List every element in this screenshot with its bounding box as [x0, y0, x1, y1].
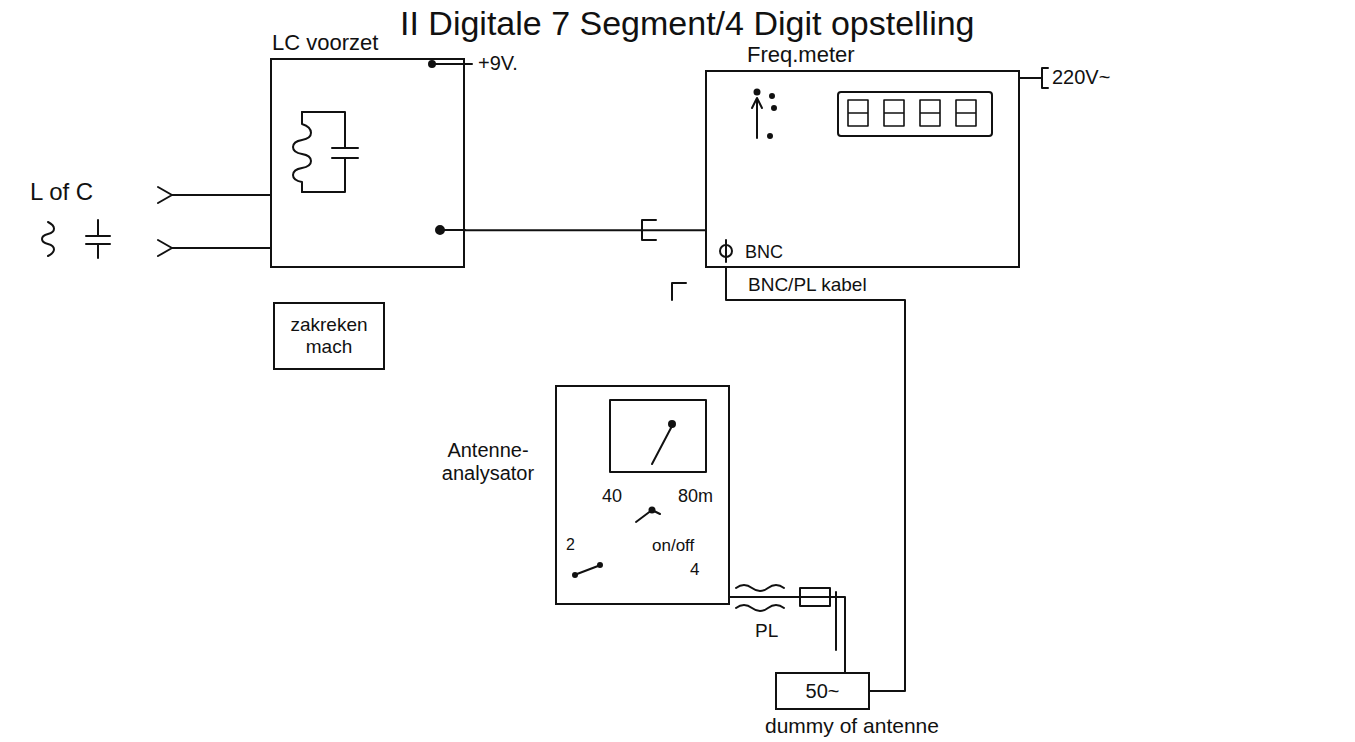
diagram-title: II Digitale 7 Segment/4 Digit opstelling	[400, 4, 975, 43]
pl-connector-symbol	[736, 585, 784, 591]
band-switch-symbol	[636, 508, 660, 523]
box-heading: Antenne-analysator	[427, 439, 549, 485]
mains-plug-symbol	[1042, 68, 1048, 88]
box-heading: Freq.meter	[747, 42, 855, 67]
box-caption: dummy of antenne	[765, 714, 939, 738]
switch-label: on/off	[652, 536, 694, 556]
frequency-meter-box: Freq.meterBNC	[705, 70, 1020, 268]
calculator-box: zakreken mach	[273, 302, 385, 370]
capacitor-symbol	[86, 220, 110, 258]
pl-connector-symbol	[736, 605, 784, 611]
coax-cable	[730, 597, 845, 672]
input-terminal	[158, 187, 270, 256]
mains-lead	[1020, 77, 1042, 79]
bnc-plug-symbol	[672, 283, 686, 300]
lc-adapter-box: LC voorzet	[270, 58, 465, 268]
output-lead	[440, 229, 465, 231]
switch-label: 4	[690, 560, 699, 580]
seven-segment-display	[838, 92, 992, 136]
supply-lead	[432, 63, 472, 65]
power-switch-symbol	[573, 563, 602, 577]
coax-cable	[726, 268, 905, 691]
socket-label: BNC	[745, 242, 783, 263]
band-label: 80m	[678, 486, 713, 507]
signal-wire	[465, 229, 705, 231]
bnc-socket-symbol	[720, 240, 732, 262]
input-label: L of C	[30, 178, 93, 206]
box-heading: LC voorzet	[272, 30, 378, 55]
range-switch-symbol	[752, 90, 776, 139]
box-text: 50~	[802, 680, 844, 703]
supply-label: +9V.	[478, 52, 518, 75]
box-text: zakreken mach	[275, 314, 383, 358]
connector-label: BNC/PL kabel	[745, 274, 870, 296]
dummy-load-box: 50~dummy of antenne	[775, 672, 870, 710]
band-label: 40	[602, 486, 622, 507]
coil-symbol	[42, 222, 54, 256]
switch-label: 2	[566, 536, 575, 554]
lc-circuit-symbol	[293, 112, 358, 192]
connector-label: PL	[752, 620, 781, 642]
mains-label: 220V~	[1052, 66, 1110, 89]
analog-meter-symbol	[610, 400, 706, 472]
